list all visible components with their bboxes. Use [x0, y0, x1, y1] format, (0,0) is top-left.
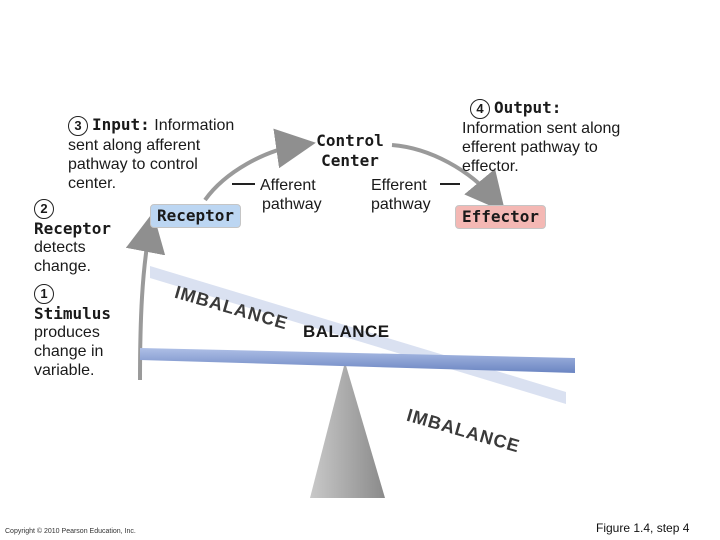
step3-number: 3 [68, 115, 88, 136]
afferent-pathway-label: Afferent pathway [260, 176, 322, 214]
control-center-line2: Center [321, 151, 379, 170]
receptor-box: Receptor [150, 204, 242, 228]
balance-label: BALANCE [303, 322, 390, 341]
fulcrum [310, 362, 385, 498]
step4-line1: Information sent along [462, 119, 621, 137]
step4-line2: efferent pathway to [462, 138, 598, 156]
step4-heading: Output: [494, 98, 562, 117]
step3-line4: center. [68, 174, 117, 192]
step2-number: 2 [34, 199, 54, 219]
figure-caption: Figure 1.4, step 4 [596, 521, 690, 535]
step3-line1: Information [154, 117, 235, 134]
afferent-arrow [203, 128, 316, 202]
step4-line3: effector. [462, 157, 519, 175]
step3-line3: pathway to control [68, 155, 198, 173]
step1-line1: produces [34, 324, 100, 341]
balance-beam [140, 348, 575, 373]
step2-heading: Receptor [34, 219, 112, 238]
copyright-notice: Copyright © 2010 Pearson Education, Inc. [5, 528, 136, 535]
efferent-pathway-label: Efferent pathway [371, 176, 431, 214]
efferent-arrow [391, 143, 506, 213]
step1-heading: Stimulus [34, 304, 112, 323]
efferent-line2: pathway [371, 196, 431, 213]
step1-line3: variable. [34, 362, 95, 379]
control-center-line1: Control [316, 131, 384, 150]
afferent-line1: Afferent [260, 177, 316, 194]
efferent-line1: Efferent [371, 177, 427, 194]
step3-heading: Input: [92, 115, 150, 134]
step2-line1: detects [34, 239, 86, 256]
afferent-line2: pathway [262, 196, 322, 213]
step1-number: 1 [34, 284, 54, 304]
step4-number: 4 [470, 98, 490, 119]
effector-box: Effector [455, 205, 547, 229]
step2-receptor-text: 2 Receptor detects change. [34, 199, 111, 276]
control-center: Control Center [308, 131, 392, 171]
step3-line2: sent along afferent [68, 136, 201, 154]
step1-line2: change in [34, 343, 104, 360]
step1-stimulus-text: 1 Stimulus produces change in variable. [34, 284, 111, 380]
step2-line2: change. [34, 258, 91, 275]
